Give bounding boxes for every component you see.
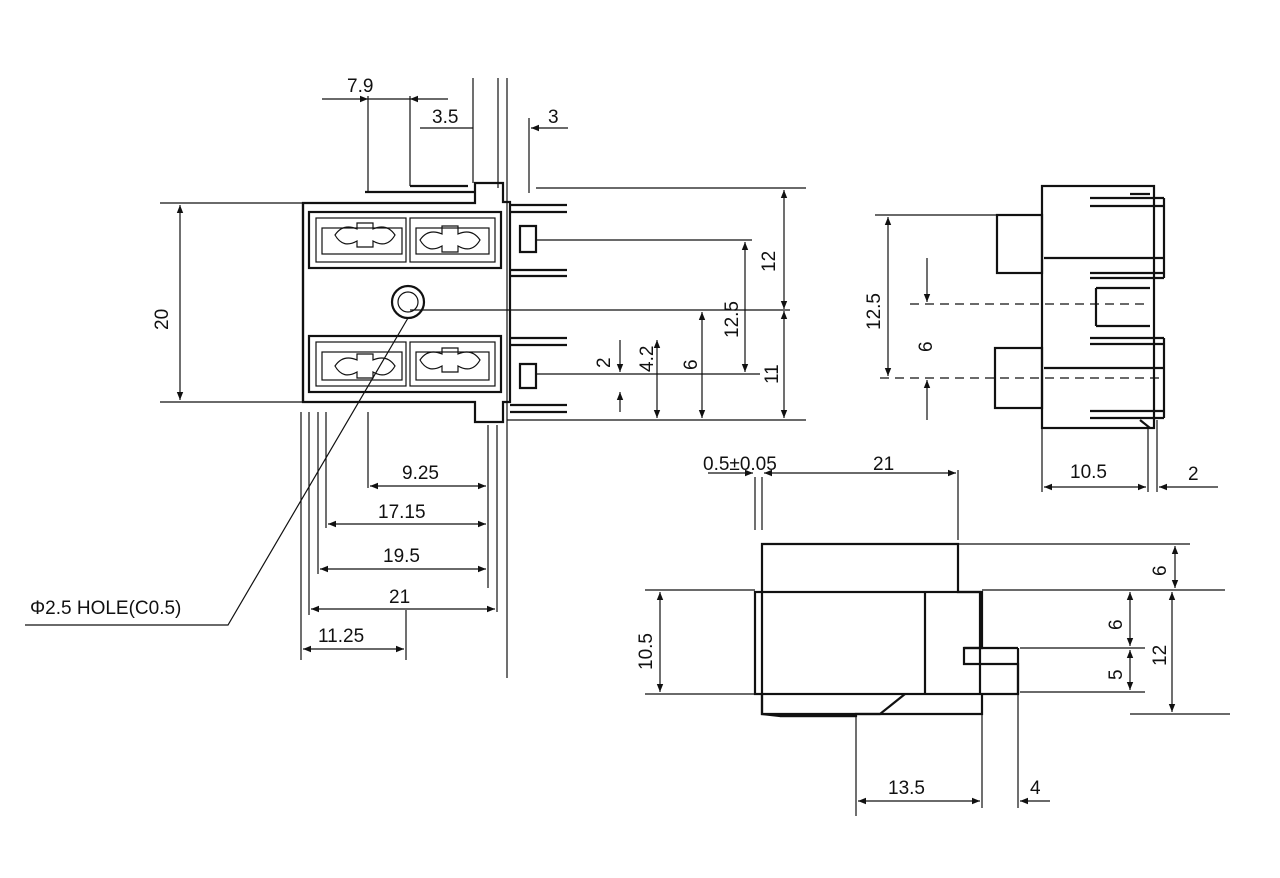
- lower-socket: [307, 334, 503, 394]
- dim-2-side: 2: [1188, 464, 1199, 485]
- center-hole-inner: [397, 291, 419, 313]
- dim-12-bottom-right: 12: [1150, 645, 1171, 666]
- hole-callout: Φ2.5 HOLE(C0.5): [30, 598, 181, 619]
- front-body-outline: [301, 181, 512, 424]
- dim-4-2: 4.2: [637, 346, 658, 372]
- dim-6-top-right: 6: [1150, 565, 1171, 576]
- lower-pins: [510, 336, 567, 414]
- front-extension-lines: [160, 78, 806, 678]
- dim-10-5-bottom: 10.5: [636, 633, 657, 670]
- side-view: [875, 184, 1218, 492]
- front-view: [301, 181, 567, 424]
- dim-4: 4: [1030, 778, 1041, 799]
- dim-21-bottom: 21: [873, 454, 894, 475]
- dim-tolerance: 0.5±0.05: [703, 454, 777, 475]
- upper-socket: [307, 210, 503, 270]
- center-hole-outer: [390, 284, 426, 320]
- dim-2-small: 2: [594, 357, 615, 368]
- dim-9-25: 9.25: [402, 463, 439, 484]
- dimension-labels: 7.9 3.5 3 20 12 12.5 4.2 2 6 11 9.25 17.…: [30, 76, 1199, 799]
- dim-3: 3: [548, 107, 559, 128]
- side-body: [1040, 184, 1156, 430]
- dim-3-5: 3.5: [432, 107, 458, 128]
- dim-11-25: 11.25: [318, 626, 364, 647]
- dim-21-front: 21: [389, 587, 410, 608]
- dim-6-mid: 6: [681, 359, 702, 370]
- upper-clip-right: [419, 225, 481, 253]
- dim-10-5-side: 10.5: [1070, 462, 1107, 483]
- upper-pins: [510, 203, 567, 278]
- dim-11: 11: [762, 364, 783, 384]
- dim-17-15: 17.15: [378, 502, 426, 523]
- upper-clip-left: [334, 222, 396, 248]
- dim-6-mid-right: 6: [1106, 619, 1127, 630]
- dim-12-5-side: 12.5: [864, 293, 885, 330]
- bottom-view: [645, 469, 1230, 816]
- dim-6-side: 6: [916, 341, 937, 352]
- dim-5-right: 5: [1106, 669, 1127, 680]
- dim-19-5: 19.5: [383, 546, 420, 567]
- lower-clip-right: [419, 347, 481, 373]
- dim-13-5: 13.5: [888, 778, 925, 799]
- lower-clip-left: [334, 353, 396, 379]
- dim-7-9: 7.9: [347, 76, 373, 97]
- dim-20: 20: [152, 309, 173, 330]
- dim-12-5-mid: 12.5: [722, 301, 743, 338]
- front-dimension-lines: [25, 95, 788, 653]
- dim-12-right: 12: [759, 251, 780, 272]
